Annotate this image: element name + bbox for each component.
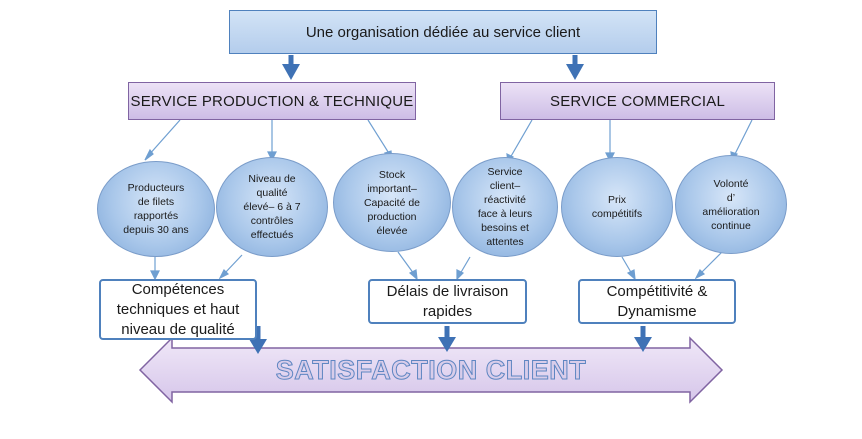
connector-circle5-result xyxy=(621,256,636,281)
circle-prix: Prix compétitifs xyxy=(561,157,673,257)
service-commercial-box: SERVICE COMMERCIAL xyxy=(500,82,775,120)
satisfaction-label: SATISFACTION CLIENT xyxy=(275,354,587,385)
connector-circle1-result xyxy=(150,257,160,281)
result-delais-box: Délais de livraison rapides xyxy=(368,279,527,324)
connector-circle2-result xyxy=(218,254,243,280)
circle-niveau-qualite: Niveau de qualité élevé– 6 à 7 contrôles… xyxy=(216,157,328,257)
connector-prod-2 xyxy=(267,120,277,162)
result-arrow-2 xyxy=(438,326,456,352)
circle-amelioration: Volonté d’ amélioration continue xyxy=(675,155,787,254)
result-arrow-1 xyxy=(249,326,267,354)
connector-circle4-result xyxy=(456,256,471,281)
connector-comm-2 xyxy=(605,120,615,163)
top-arrow-right xyxy=(566,55,584,80)
connector-prod-1 xyxy=(144,119,181,161)
connector-circle6-result xyxy=(694,251,723,280)
top-arrow-left xyxy=(282,55,300,80)
service-production-box: SERVICE PRODUCTION & TECHNIQUE xyxy=(128,82,416,120)
circle-producteurs: Producteurs de filets rapportés depuis 3… xyxy=(97,161,215,257)
title-box: Une organisation dédiée au service clien… xyxy=(229,10,657,54)
circle-service-client: Service client– réactivité face à leurs … xyxy=(452,157,558,257)
result-competitivite-box: Compétitivité & Dynamisme xyxy=(578,279,736,324)
connector-circle3-result xyxy=(397,251,418,281)
result-arrow-3 xyxy=(634,326,652,352)
satisfaction-double-arrow xyxy=(138,336,724,404)
circle-stock: Stock important– Capacité de production … xyxy=(333,153,451,252)
result-competences-box: Compétences techniques et haut niveau de… xyxy=(99,279,257,340)
